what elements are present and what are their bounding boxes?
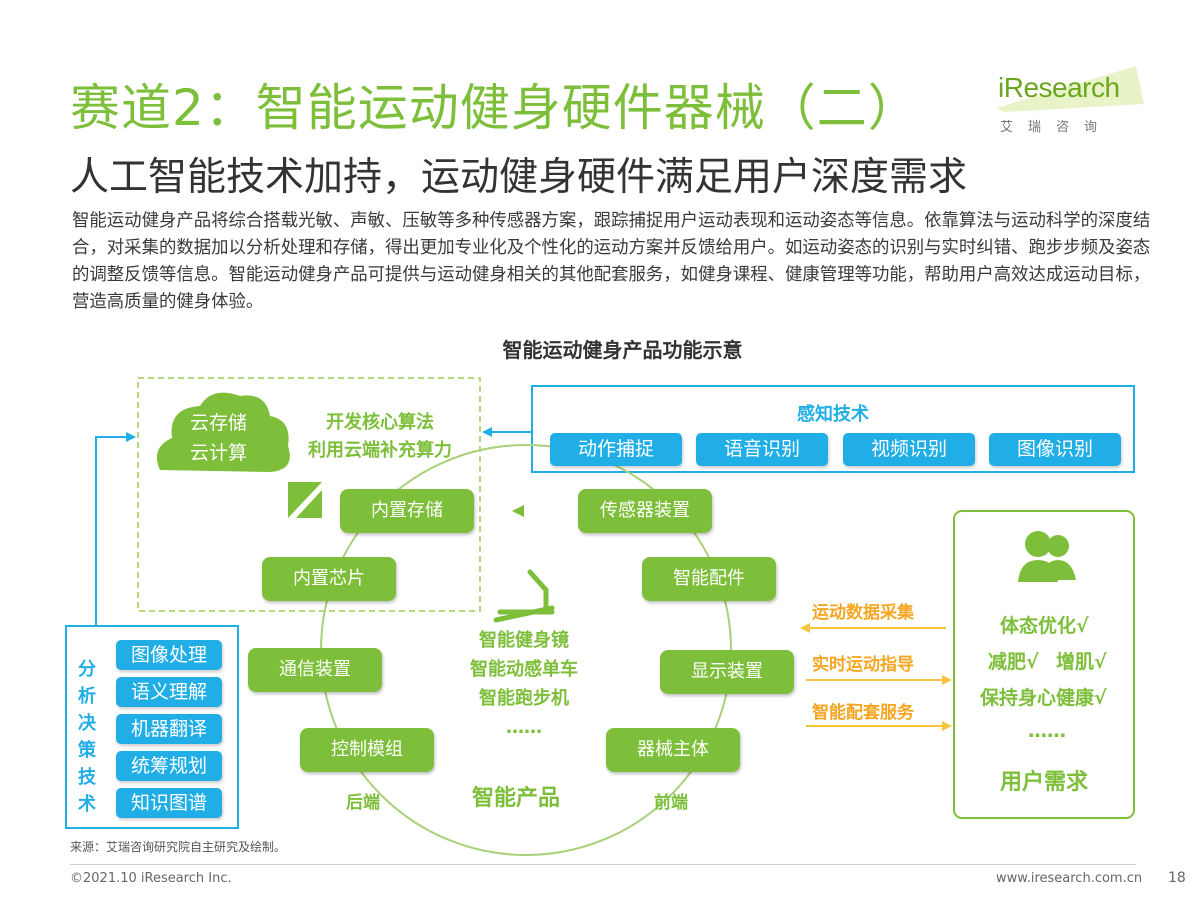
arrow-label-data-collection: 运动数据采集 [812, 603, 914, 623]
footer-divider [70, 864, 1136, 865]
cloud-icon [156, 392, 290, 472]
perception-item-motion: 动作捕捉 [550, 433, 682, 466]
product-treadmill: 智能跑步机 [479, 688, 569, 709]
page-subtitle: 人工智能技术加持，运动健身硬件满足用户深度需求 [70, 155, 968, 200]
arrow-label-realtime-guidance: 实时运动指导 [812, 655, 914, 675]
guidance-arrow-icon [942, 675, 952, 685]
cycle-arrow-icon [512, 505, 524, 517]
product-smart-bike: 智能动感单车 [470, 659, 578, 680]
copyright: ©2021.10 iResearch Inc. [70, 871, 232, 886]
backend-label: 后端 [346, 793, 380, 813]
cycle-node-control: 控制模组 [300, 728, 434, 772]
arrow-label-support-service: 智能配套服务 [812, 703, 914, 723]
analysis-arrow-icon [126, 432, 136, 442]
product-fitness-mirror: 智能健身镜 [479, 630, 569, 651]
need-more: …… [1028, 720, 1066, 742]
website-link[interactable]: www.iresearch.com.cn [996, 871, 1143, 886]
perception-title: 感知技术 [797, 404, 869, 425]
user-needs-frame [953, 510, 1135, 819]
data-collect-arrow-icon [800, 623, 810, 633]
perception-item-video: 视频识别 [843, 433, 975, 466]
analysis-item-translation: 机器翻译 [116, 714, 222, 744]
cycle-node-storage: 内置存储 [340, 489, 474, 533]
treadmill-icon [493, 569, 555, 623]
cloud-storage-text: 云存储 [190, 412, 248, 434]
perception-item-image: 图像识别 [989, 433, 1121, 466]
cloud-compute-boost-text: 利用云端补充算力 [308, 440, 452, 461]
cloud-compute-text: 云计算 [190, 442, 248, 464]
analysis-title: 分析决策技术 [78, 659, 96, 815]
users-icon [1018, 531, 1076, 582]
need-health: 保持身心健康√ [980, 687, 1107, 709]
cycle-node-chip: 内置芯片 [262, 557, 396, 601]
intro-paragraph: 智能运动健身产品将综合搭载光敏、声敏、压敏等多种传感器方案，跟踪捕捉用户运动表现… [72, 211, 1151, 312]
brand-mark-icon [288, 482, 322, 518]
logo-subtext: 艾瑞咨询 [1000, 120, 1113, 135]
product-more: …… [506, 717, 542, 738]
need-muscle: 增肌√ [1056, 651, 1107, 673]
analysis-frame [65, 625, 239, 829]
core-algorithm-text: 开发核心算法 [326, 412, 434, 433]
page-number: 18 [1168, 870, 1186, 886]
logo-swoosh-icon [996, 66, 1144, 112]
cycle-node-communication: 通信装置 [248, 648, 382, 692]
cycle-node-body: 器械主体 [606, 728, 740, 772]
center-label: 智能产品 [472, 786, 561, 811]
source-note: 来源：艾瑞咨询研究院自主研究及绘制。 [70, 840, 287, 854]
analysis-item-knowledge-graph: 知识图谱 [116, 788, 222, 818]
iresearch-logo: iResearch 艾瑞咨询 [996, 64, 1144, 136]
product-list: 智能健身镜 智能动感单车 智能跑步机 …… [424, 626, 624, 742]
service-arrow-icon [942, 721, 952, 731]
logo-wordmark: iResearch [998, 72, 1120, 103]
need-lose-weight: 减肥√ [988, 651, 1039, 673]
diagram-title: 智能运动健身产品功能示意 [502, 338, 743, 362]
analysis-item-image-processing: 图像处理 [116, 640, 222, 670]
perception-item-voice: 语音识别 [696, 433, 828, 466]
analysis-item-planning: 统筹规划 [116, 751, 222, 781]
user-needs-title: 用户需求 [1000, 770, 1089, 795]
cycle-node-accessory: 智能配件 [642, 557, 776, 601]
need-posture: 体态优化√ [1000, 615, 1089, 637]
cycle-node-display: 显示装置 [660, 650, 794, 694]
cloud-region-frame [137, 377, 481, 612]
perception-arrow-icon [482, 427, 492, 437]
page-title: 赛道2：智能运动健身硬件器械（二） [70, 79, 919, 137]
cycle-node-sensor: 传感器装置 [578, 489, 712, 533]
analysis-item-semantic: 语义理解 [116, 677, 222, 707]
cloud-label: 云存储 云计算 [190, 408, 247, 468]
frontend-label: 前端 [654, 793, 688, 813]
perception-frame [531, 385, 1135, 473]
